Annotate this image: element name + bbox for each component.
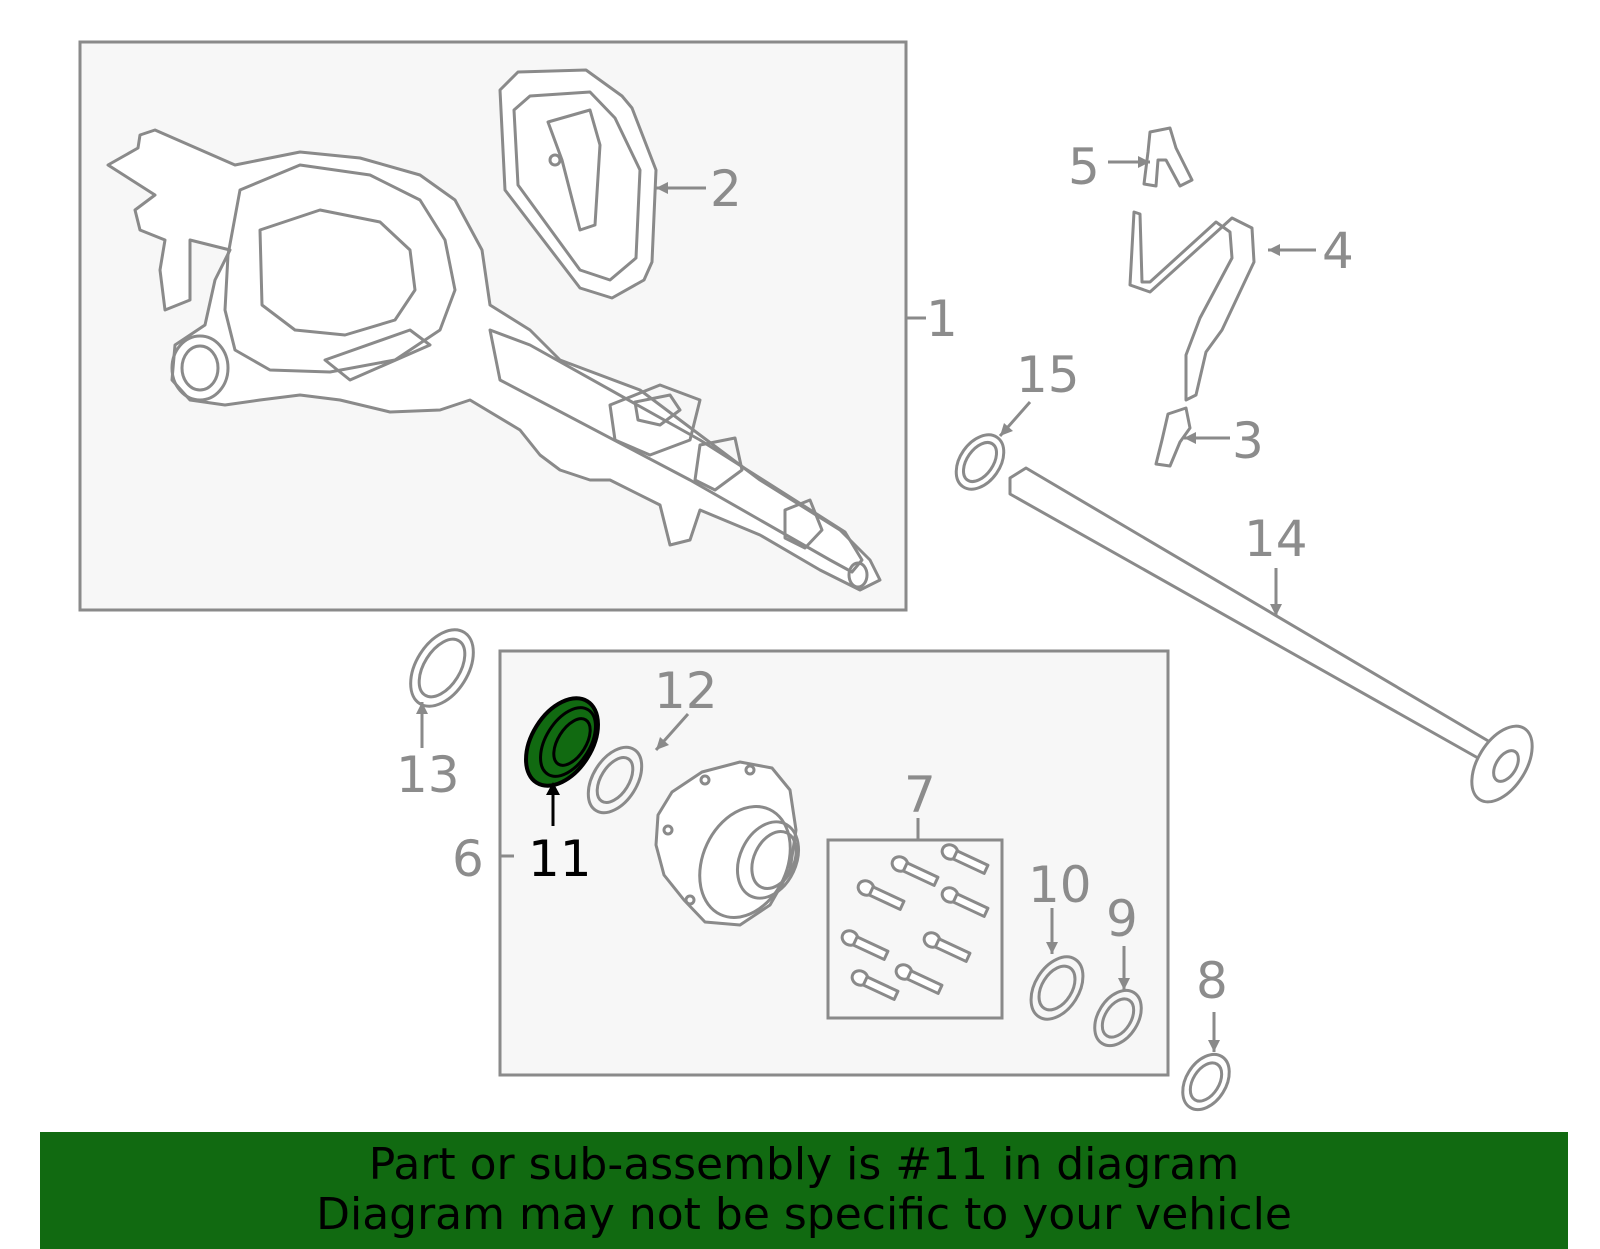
callout-5: 5: [1068, 138, 1100, 196]
highlighted-seal-part-11[interactable]: [511, 685, 613, 798]
wheel-bolts-drawing[interactable]: [840, 842, 990, 1001]
o-ring-drawing[interactable]: [946, 426, 1013, 498]
bearing-outer-drawing[interactable]: [1085, 982, 1151, 1054]
callout-4: 4: [1322, 222, 1354, 280]
callout-2: 2: [710, 160, 742, 218]
vent-fitting-drawing[interactable]: [1142, 126, 1194, 188]
callout-11: 11: [528, 830, 592, 888]
callout-8: 8: [1196, 952, 1228, 1010]
vent-hose-drawing[interactable]: [1128, 210, 1256, 402]
connector-drawing[interactable]: [1154, 406, 1192, 468]
race-drawing[interactable]: [1020, 948, 1093, 1029]
axle-housing-drawing[interactable]: [106, 128, 882, 592]
callout-12: 12: [654, 662, 718, 720]
footer-notice-bar: Part or sub-assembly is #11 in diagram D…: [40, 1132, 1568, 1249]
callout-10: 10: [1028, 856, 1092, 914]
callout-9: 9: [1106, 890, 1138, 948]
seal-drawing[interactable]: [398, 619, 487, 718]
bearing-drawing[interactable]: [577, 738, 652, 822]
wheel-hub-drawing[interactable]: [654, 760, 810, 932]
callout-15: 15: [1016, 346, 1080, 404]
callout-6: 6: [452, 830, 484, 888]
footer-line-disclaimer: Diagram may not be specific to your vehi…: [316, 1189, 1292, 1240]
callout-1: 1: [926, 290, 958, 348]
callout-13: 13: [396, 746, 460, 804]
callout-3: 3: [1232, 412, 1264, 470]
outer-seal-drawing[interactable]: [1173, 1046, 1239, 1118]
leader-lines: [416, 156, 1316, 1052]
footer-line-part-number: Part or sub-assembly is #11 in diagram: [368, 1139, 1240, 1190]
callout-7: 7: [904, 766, 936, 824]
callout-14: 14: [1244, 510, 1308, 568]
axle-shaft-drawing[interactable]: [1008, 466, 1545, 812]
differential-cover-drawing[interactable]: [498, 68, 658, 300]
